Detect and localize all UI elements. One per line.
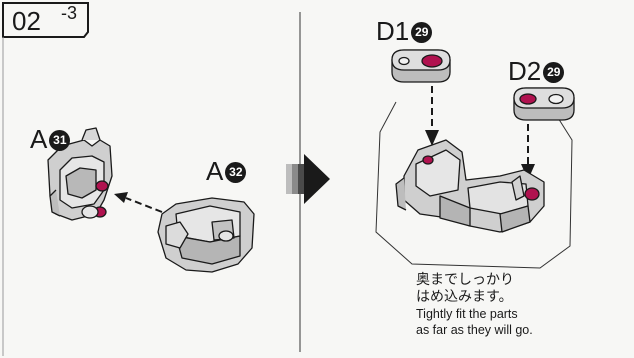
part-d2-illustration — [513, 87, 575, 121]
part-a31-illustration — [47, 127, 113, 221]
progression-arrow — [286, 154, 330, 204]
part-a32-letter: A — [206, 156, 224, 186]
part-d1-number-badge: 29 — [411, 22, 433, 43]
insert-arrow-a — [114, 192, 163, 213]
assembly-outline — [375, 101, 573, 269]
part-d2-letter: D2 — [508, 56, 542, 86]
note-en-line2: as far as they will go. — [416, 323, 533, 337]
part-a31-number-badge: 31 — [49, 130, 71, 151]
part-a32-number-badge: 32 — [225, 162, 247, 183]
step-substep: -3 — [61, 3, 78, 23]
insert-arrow-d1 — [425, 86, 439, 146]
note-en-line1: Tightly fit the parts — [416, 307, 518, 321]
part-a32-illustration — [157, 197, 255, 273]
part-d1-illustration — [391, 49, 451, 83]
note-jp-line2: はめ込みます。 — [416, 289, 513, 305]
part-d1-letter: D1 — [376, 16, 410, 46]
note-jp-line1: 奥までしっかり — [416, 272, 514, 288]
step-indicator: 02 -3 — [2, 2, 88, 36]
part-d2-number-badge: 29 — [543, 62, 565, 83]
step-box-frame — [2, 2, 89, 38]
instruction-note: 奥までしっかり はめ込みます。 Tightly fit the parts as… — [416, 272, 616, 338]
part-a31-letter: A — [30, 124, 48, 154]
assembled-body-illustration — [395, 139, 545, 233]
step-number: 02 — [12, 6, 41, 36]
